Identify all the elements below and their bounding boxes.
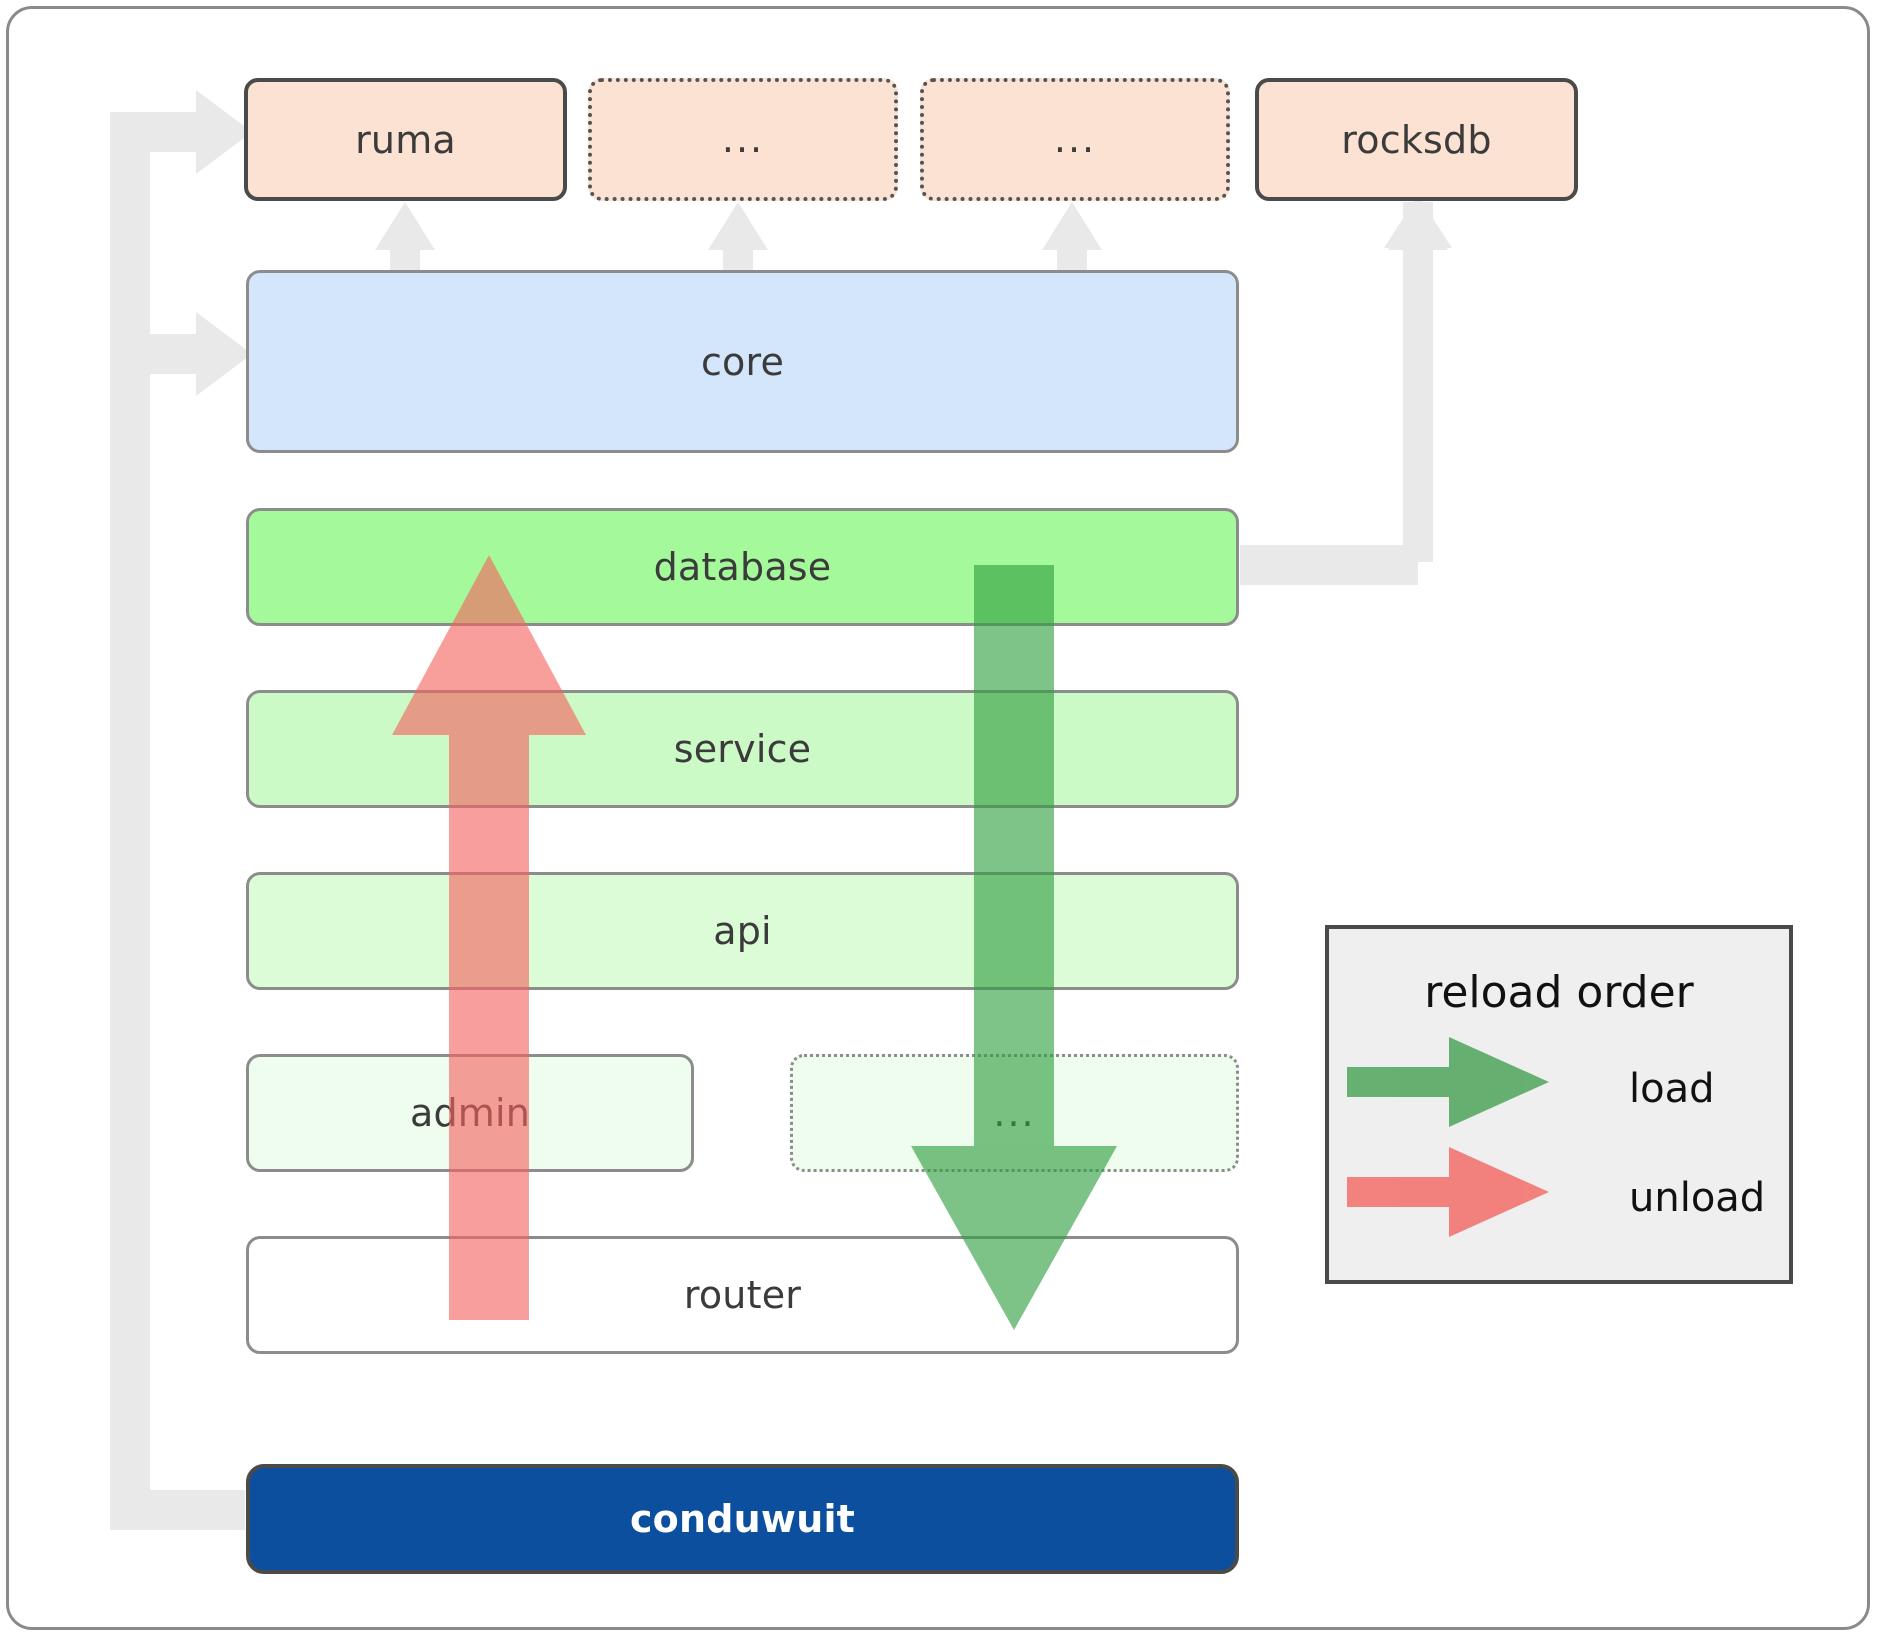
node-rocksdb[interactable]: rocksdb <box>1255 78 1578 201</box>
legend-box: reload order load unload <box>1325 925 1793 1284</box>
node-api[interactable]: api <box>246 872 1239 990</box>
legend-title: reload order <box>1424 967 1694 1018</box>
node-ruma[interactable]: ruma <box>244 78 567 201</box>
legend-unload-swatch <box>1347 1147 1549 1237</box>
node-database[interactable]: database <box>246 508 1239 626</box>
node-ext-ellipsis-2[interactable]: ... <box>920 78 1230 201</box>
node-admin-label: admin <box>409 1091 531 1135</box>
node-ext-ellipsis-2-label: ... <box>1053 117 1097 162</box>
node-leaf-ellipsis-label: ... <box>993 1090 1036 1135</box>
node-service-label: service <box>673 727 812 771</box>
node-rocksdb-label: rocksdb <box>1341 117 1492 162</box>
node-ext-ellipsis-1-label: ... <box>721 117 765 162</box>
node-router[interactable]: router <box>246 1236 1239 1354</box>
node-conduwuit-label: conduwuit <box>629 1497 856 1541</box>
node-core-label: core <box>700 339 785 384</box>
node-api-label: api <box>713 909 772 953</box>
node-service[interactable]: service <box>246 690 1239 808</box>
node-admin[interactable]: admin <box>246 1054 694 1172</box>
node-ruma-label: ruma <box>355 117 456 162</box>
node-leaf-ellipsis[interactable]: ... <box>790 1054 1239 1172</box>
legend-label-load: load <box>1629 1066 1715 1112</box>
legend-arrow-swatches <box>1347 1037 1549 1237</box>
node-core[interactable]: core <box>246 270 1239 453</box>
node-ext-ellipsis-1[interactable]: ... <box>588 78 898 201</box>
node-database-label: database <box>653 545 832 589</box>
node-conduwuit[interactable]: conduwuit <box>246 1464 1239 1574</box>
legend-load-swatch <box>1347 1037 1549 1127</box>
legend-label-unload: unload <box>1629 1175 1766 1221</box>
node-router-label: router <box>683 1273 802 1317</box>
